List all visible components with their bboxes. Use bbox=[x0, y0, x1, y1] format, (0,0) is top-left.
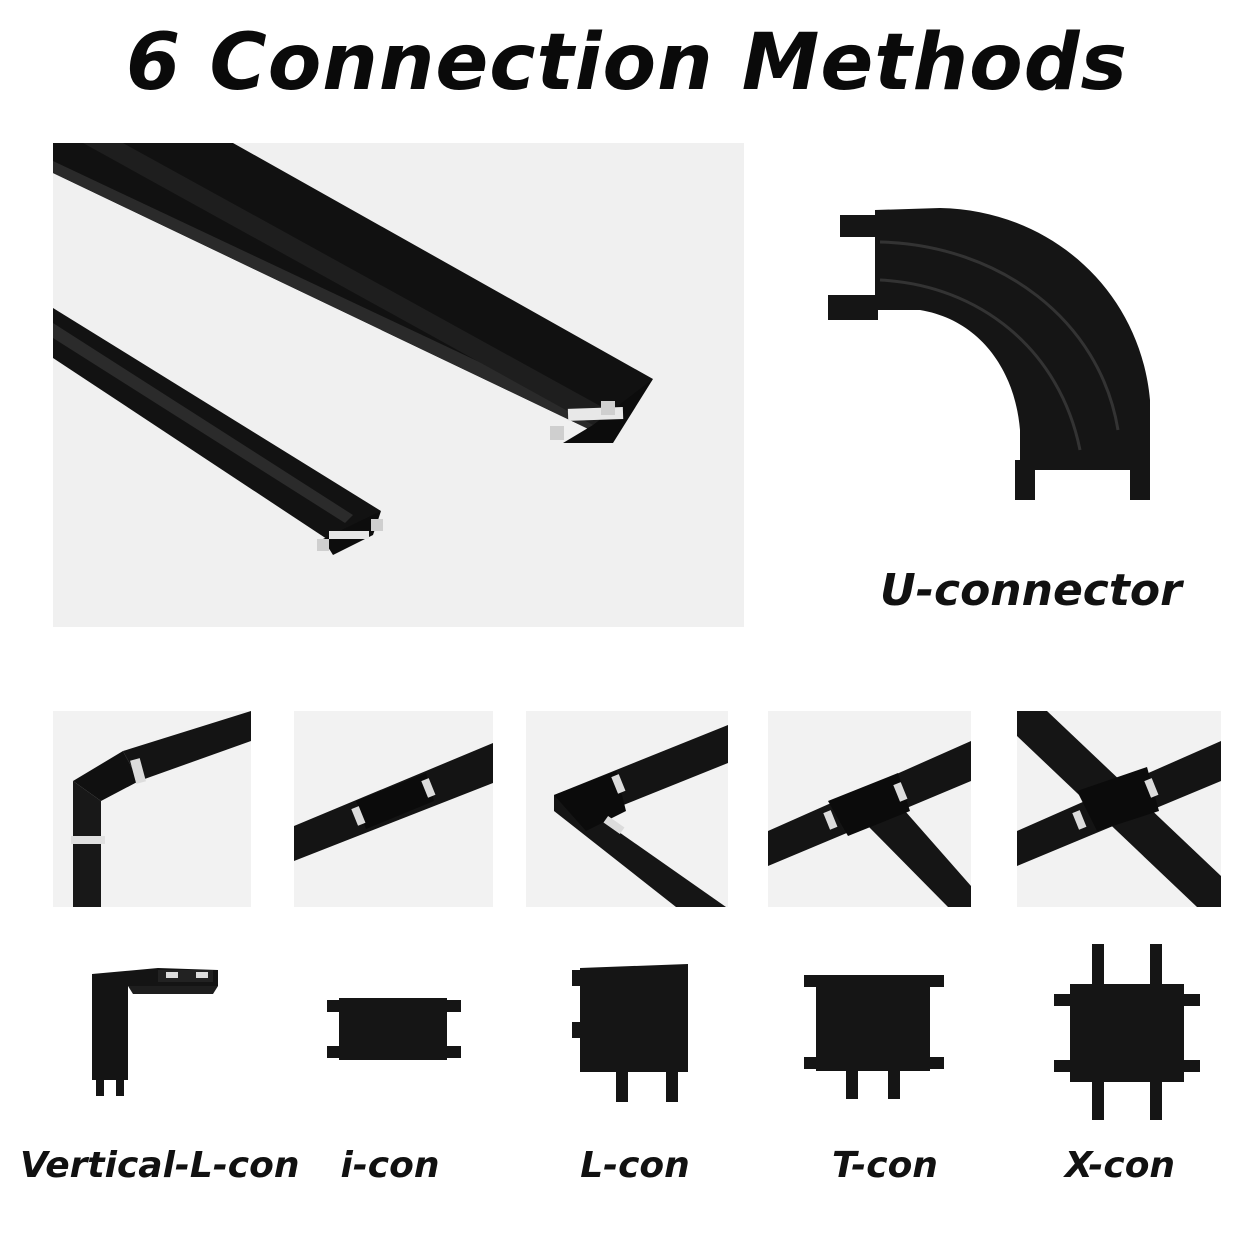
u-connector-icon bbox=[820, 200, 1170, 510]
u-connector-label: U-connector bbox=[880, 565, 1182, 616]
x-connector-icon bbox=[1052, 942, 1202, 1122]
l-con-install-photo bbox=[526, 711, 728, 907]
t-connector-icon bbox=[802, 965, 944, 1101]
t-con-label: T-con bbox=[832, 1145, 938, 1186]
vertical-l-connector-icon bbox=[88, 962, 228, 1102]
vertical-l-install-photo bbox=[53, 711, 251, 907]
i-con-install-photo bbox=[294, 711, 493, 907]
page-title: 6 Connection Methods bbox=[126, 18, 1128, 108]
vertical-l-con-label: Vertical-L-con bbox=[20, 1145, 300, 1186]
i-con-label: i-con bbox=[340, 1145, 440, 1186]
x-con-install-photo bbox=[1017, 711, 1221, 907]
t-con-install-photo bbox=[768, 711, 971, 907]
l-con-label: L-con bbox=[580, 1145, 690, 1186]
track-rails-photo bbox=[53, 143, 744, 627]
x-con-label: X-con bbox=[1064, 1145, 1176, 1186]
l-connector-icon bbox=[570, 962, 692, 1104]
i-connector-icon bbox=[325, 990, 463, 1068]
